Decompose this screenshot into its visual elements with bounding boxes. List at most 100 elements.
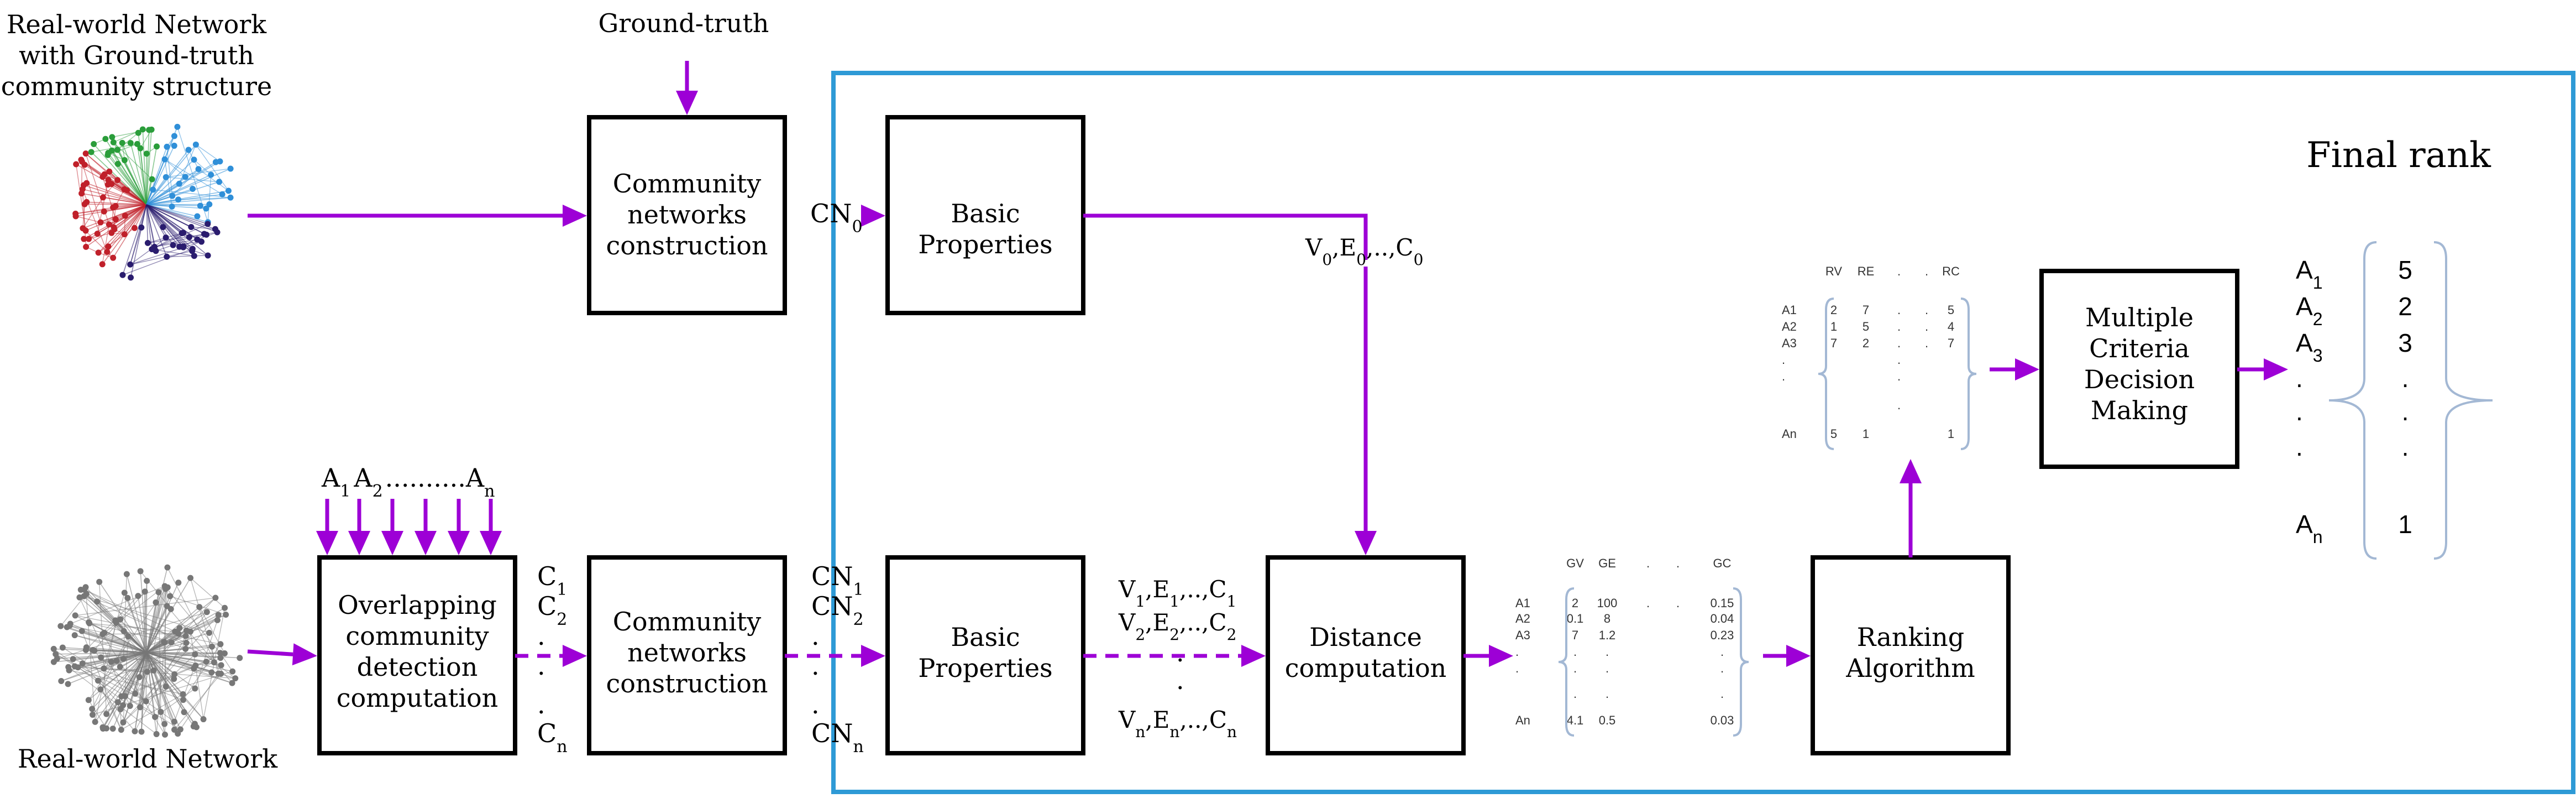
g-matrix-cell: 7 [1572, 628, 1578, 642]
final-rank-brace-right [2434, 242, 2493, 559]
r-matrix-cell: 5 [1948, 303, 1954, 317]
gt-network-label-line1: Real-world Network [7, 9, 267, 39]
g-matrix-cell: . [1646, 596, 1650, 610]
r-matrix-brace-right [1961, 299, 1976, 449]
arrow-rw-network-to-overlapping [248, 643, 317, 665]
cn-list-item: . [811, 690, 820, 719]
g-matrix-cell: . [1676, 596, 1680, 610]
r-matrix-row-label: . [1782, 353, 1785, 367]
ranking-algorithm-box: Ranking Algorithm [1813, 557, 2008, 753]
g-matrix-cell: 1.2 [1599, 628, 1616, 642]
mcdm-box: Multiple Criteria Decision Making [2042, 271, 2237, 467]
g-matrix-header: . [1676, 556, 1680, 570]
r-matrix-cell: 5 [1830, 427, 1837, 441]
g-matrix-row-label: An [1515, 713, 1530, 727]
svg-text:Community: Community [613, 169, 762, 199]
final-rank-value: . [2402, 364, 2409, 393]
svg-text:Distance: Distance [1309, 622, 1422, 652]
r-matrix-cell: 5 [1863, 320, 1869, 333]
gt-network-label-line2: with Ground-truth [19, 40, 254, 70]
r-matrix-cell: 1 [1863, 427, 1869, 441]
g-matrix-cell: 2 [1572, 596, 1578, 610]
r-matrix-cell: . [1897, 398, 1901, 412]
final-rank-frame [833, 73, 2573, 792]
cn-list-item: . [811, 651, 820, 681]
g-matrix-row-label: A2 [1515, 612, 1530, 625]
g-matrix-cell: . [1606, 661, 1609, 675]
g-matrix-cell: 0.23 [1711, 628, 1734, 642]
r-matrix-cell: 2 [1830, 303, 1837, 317]
arrow-cn0-to-basic [861, 205, 885, 227]
svg-text:detection: detection [357, 652, 478, 682]
svg-text:Making: Making [2091, 395, 2188, 425]
g-matrix-cell: . [1573, 645, 1577, 659]
g-matrix-cell: 0.04 [1711, 612, 1734, 625]
final-rank-value: 1 [2398, 510, 2412, 539]
g-matrix-cell: 0.1 [1567, 612, 1584, 625]
svg-text:Decision: Decision [2084, 364, 2195, 394]
svg-text:computation: computation [337, 683, 499, 713]
distance-computation-box: Distance computation [1268, 557, 1463, 753]
final-rank-value: 2 [2398, 292, 2412, 321]
svg-text:community: community [345, 621, 489, 651]
real-world-network-label: Real-world Network [18, 744, 278, 774]
g-matrix-cell: . [1720, 645, 1724, 659]
svg-text:networks: networks [627, 638, 747, 667]
g-matrix-cell: 0.5 [1599, 713, 1616, 727]
arrow-algorithm-5-down [448, 499, 470, 555]
g-matrix-cell: 8 [1604, 612, 1610, 625]
r-matrix-header: . [1897, 264, 1901, 278]
svg-text:Multiple: Multiple [2085, 302, 2194, 332]
arrow-ranking-to-rmatrix [1900, 459, 1922, 557]
g-matrix-cell: 4.1 [1567, 713, 1584, 727]
svg-text:Properties: Properties [918, 653, 1052, 683]
svg-text:computation: computation [1285, 653, 1447, 683]
cn0-label: CN0 [810, 199, 863, 237]
c-list-item: Cn [537, 718, 568, 757]
g-matrix-header: GE [1598, 556, 1616, 570]
svg-text:construction: construction [606, 669, 768, 698]
community-networks-box-bottom: Community networks construction [589, 557, 785, 753]
arrow-algorithm-6-down [480, 499, 502, 555]
arrow-basic-to-distance [1083, 645, 1266, 667]
svg-text:Ranking: Ranking [1857, 622, 1964, 652]
r-matrix-header: RV [1825, 264, 1842, 278]
svg-text:construction: construction [606, 231, 768, 260]
r-matrix-cell: . [1925, 320, 1928, 333]
arrow-ground-truth-down [676, 61, 698, 115]
svg-text:Algorithm: Algorithm [1845, 653, 1975, 683]
c-list-item: . [537, 690, 545, 719]
final-rank-algorithm: A3 [2296, 328, 2322, 366]
svg-text:networks: networks [627, 200, 747, 230]
r-matrix-header: RC [1942, 264, 1960, 278]
ground-truth-network-graphic [72, 124, 233, 280]
arrow-rmatrix-to-mcdm [1990, 358, 2039, 380]
arrow-overlapping-to-community [515, 645, 587, 667]
final-rank-value: . [2402, 397, 2409, 426]
r-matrix-cell: 1 [1948, 427, 1954, 441]
basic-properties-box-top: Basic Properties [888, 117, 1083, 313]
cn-list-item: CNn [811, 718, 864, 757]
real-world-network-graphic [51, 565, 243, 738]
properties-vector-list: V1,E1,..,C1 V2,E2,..,C2 . . Vn,En,..,Cn [1118, 576, 1237, 741]
svg-text:Vn,En,..,Cn: Vn,En,..,Cn [1118, 706, 1237, 741]
final-rank-value: . [2402, 432, 2409, 461]
svg-text:V1,E1,..,C1: V1,E1,..,C1 [1118, 576, 1236, 611]
r-matrix-header: RE [1858, 264, 1875, 278]
r-matrix-cell: 7 [1863, 303, 1869, 317]
ground-truth-label: Ground-truth [599, 8, 769, 38]
final-rank-algorithm: A2 [2296, 292, 2322, 329]
final-rank-algorithm: . [2296, 364, 2303, 393]
svg-text:.: . [1176, 665, 1184, 695]
svg-text:Basic: Basic [951, 622, 1020, 652]
arrow-algorithm-1-down [316, 499, 338, 555]
r-matrix-cell: 7 [1948, 336, 1954, 350]
r-matrix-row-label: . [1782, 369, 1785, 383]
r-matrix-cell: . [1897, 353, 1901, 367]
r-matrix-cell: 2 [1863, 336, 1869, 350]
svg-text:Properties: Properties [918, 230, 1052, 259]
